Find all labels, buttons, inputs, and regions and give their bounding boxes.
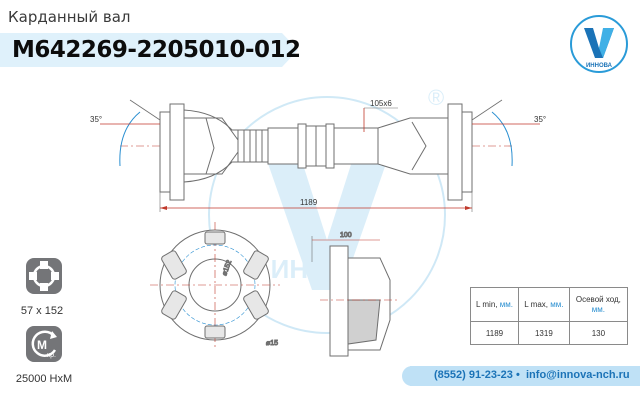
flange-size: 57 х 152 xyxy=(20,305,64,317)
angle-right-label: 35° xyxy=(534,115,546,124)
torque-value: 25000 НхМ xyxy=(15,373,73,385)
flange-front-view: ⌀152 ⌀15 xyxy=(150,222,280,348)
spec-value-lmax: 1319 xyxy=(517,321,570,345)
torque-icon-subscript: кр. xyxy=(47,352,56,359)
spec-table-header: L min, мм. L max, мм. Осевой ход,мм. xyxy=(470,287,628,322)
length-label: 1189 xyxy=(300,198,318,207)
angle-annotations: 35° 35° xyxy=(90,99,546,167)
torque-icon-text: М xyxy=(37,338,47,352)
spec-header-lmax: L max, мм. xyxy=(517,287,570,322)
shaft-side-view xyxy=(120,103,512,201)
innova-logo-icon: ИННОВА xyxy=(570,15,628,73)
tube-label: 105x6 xyxy=(370,99,392,108)
bolt-hole-label: ⌀15 xyxy=(266,340,278,347)
tube-dimension: 105x6 xyxy=(363,99,398,132)
spec-value-lmin: 1189 xyxy=(485,328,504,338)
email-link[interactable]: info@innova-nch.ru xyxy=(526,369,630,381)
spec-table: L min, мм. L max, мм. Осевой ход,мм. 118… xyxy=(470,287,628,345)
angle-left-label: 35° xyxy=(90,115,102,124)
spec-value-axial: 130 xyxy=(568,321,628,345)
part-number-banner xyxy=(0,33,298,67)
spec-header-axial: Осевой ход,мм. xyxy=(568,287,628,322)
length-dimension: 1189 xyxy=(159,192,473,212)
spec-table-row: 1189 1319 130 xyxy=(471,321,628,345)
flange-side-view: 100 xyxy=(311,232,400,357)
spec-header-lmin: L min, мм. xyxy=(470,287,519,322)
flange-icon-overlay xyxy=(29,261,59,291)
page-title: Карданный вал xyxy=(8,8,131,26)
phone-link[interactable]: (8552) 91-23-23 • xyxy=(434,369,520,381)
contact-separator: • xyxy=(515,369,520,381)
registered-mark: ® xyxy=(428,85,444,110)
part-number: М642269-2205010-012 xyxy=(12,37,301,63)
side-dimension-label: 100 xyxy=(340,232,352,239)
logo-brand-text: ИННОВА xyxy=(586,63,613,69)
contact-bar xyxy=(402,366,640,386)
torque-icon-overlay: М кр. xyxy=(31,330,57,359)
